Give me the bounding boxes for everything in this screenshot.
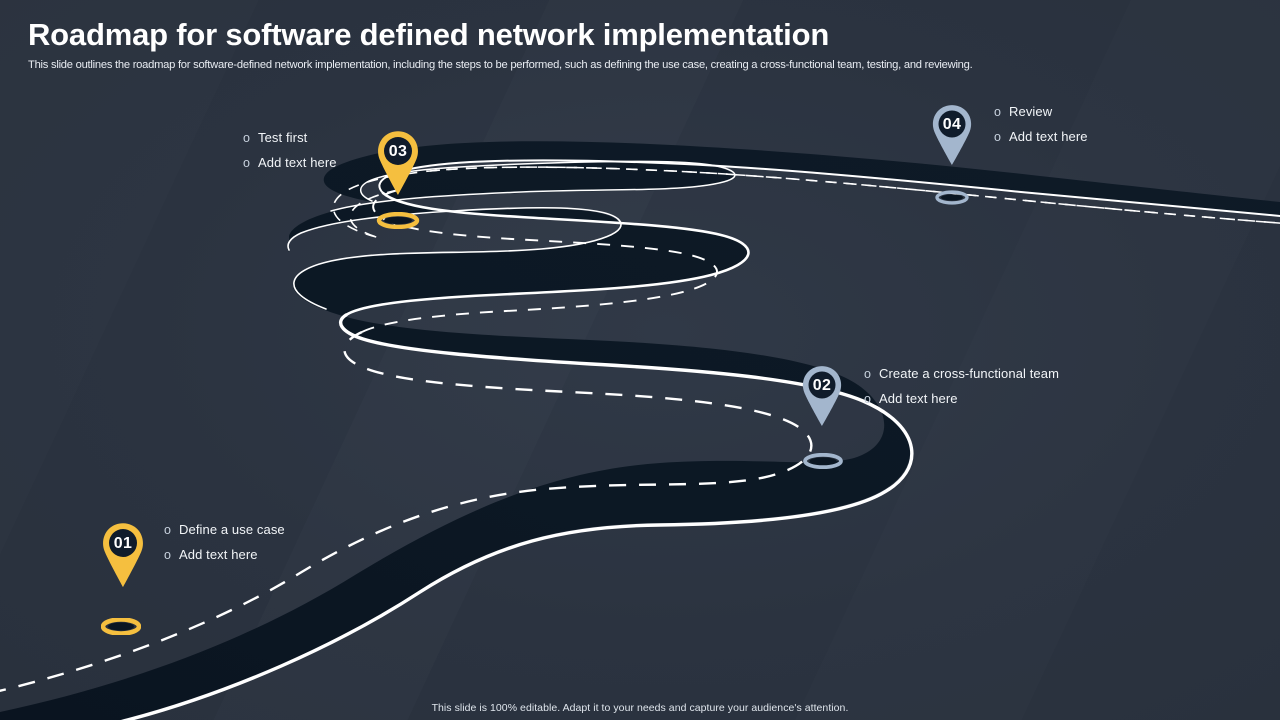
milestone-03-item-1: Test first <box>258 130 308 145</box>
road-centerline-mid <box>361 189 718 333</box>
bullet-circle-icon: o <box>864 391 871 406</box>
milestone-01-road-ring <box>100 617 142 636</box>
milestone-03-road-ring <box>376 211 420 230</box>
road-edge-line-mid <box>344 191 750 317</box>
list-item: o Add text here <box>864 390 1059 407</box>
road-surface <box>0 141 1280 720</box>
bullet-circle-icon: o <box>243 131 250 145</box>
bullet-circle-icon: o <box>994 129 1001 144</box>
bullet-circle-icon: o <box>994 105 1001 119</box>
slide-header: Roadmap for software defined network imp… <box>28 18 1258 72</box>
road-centerline-lower <box>0 330 813 693</box>
road-edge-line-group <box>120 159 1280 720</box>
milestone-04-item-1: Review <box>1009 104 1053 119</box>
list-item: o Define a use case <box>164 522 285 538</box>
milestone-01-labels: o Define a use case o Add text here <box>164 522 285 563</box>
list-item: o Add text here <box>994 128 1088 145</box>
list-item: o Create a cross-functional team <box>864 366 1060 382</box>
slide-footer-note: This slide is 100% editable. Adapt it to… <box>431 702 849 714</box>
milestone-01-pin[interactable]: 01 <box>98 520 148 588</box>
road-inner-edge <box>287 206 622 310</box>
road-centerline-horizon <box>429 166 1280 224</box>
milestone-03-pin[interactable]: 03 <box>373 128 423 196</box>
milestone-02-item-1: Create a cross-functional team <box>879 366 1060 381</box>
milestone-01-item-2: Add text here <box>179 546 258 562</box>
milestone-04-item-2: Add text here <box>1009 128 1088 144</box>
list-item: o Test first <box>243 130 337 146</box>
milestone-02-labels: o Create a cross-functional team o Add t… <box>864 366 1060 407</box>
milestone-03-labels: o Test first o Add text here <box>243 130 337 171</box>
road-edge-line-lower <box>120 313 914 720</box>
bullet-circle-icon: o <box>243 155 250 170</box>
page-title: Roadmap for software defined network imp… <box>28 17 830 52</box>
bullet-circle-icon: o <box>864 367 871 381</box>
bullet-circle-icon: o <box>164 523 171 537</box>
road-surface-group <box>0 141 1280 720</box>
milestone-04-pin[interactable]: 04 <box>928 102 976 166</box>
milestone-04-road-ring <box>934 190 970 205</box>
bullet-circle-icon: o <box>164 547 171 562</box>
road-edge-line-upper <box>378 159 1280 218</box>
milestone-02-pin[interactable]: 02 <box>798 363 846 427</box>
page-subtitle: This slide outlines the roadmap for soft… <box>28 59 973 72</box>
milestone-04-labels: o Review o Add text here <box>994 104 1088 145</box>
milestone-01-item-1: Define a use case <box>179 522 285 537</box>
list-item: o Add text here <box>164 546 285 563</box>
list-item: o Review <box>994 104 1088 120</box>
milestone-02-road-ring <box>802 452 844 470</box>
milestone-02-item-2: Add text here <box>879 390 958 406</box>
milestone-03-item-2: Add text here <box>258 154 337 170</box>
list-item: o Add text here <box>243 154 337 171</box>
road-centerline-group <box>0 166 1280 693</box>
